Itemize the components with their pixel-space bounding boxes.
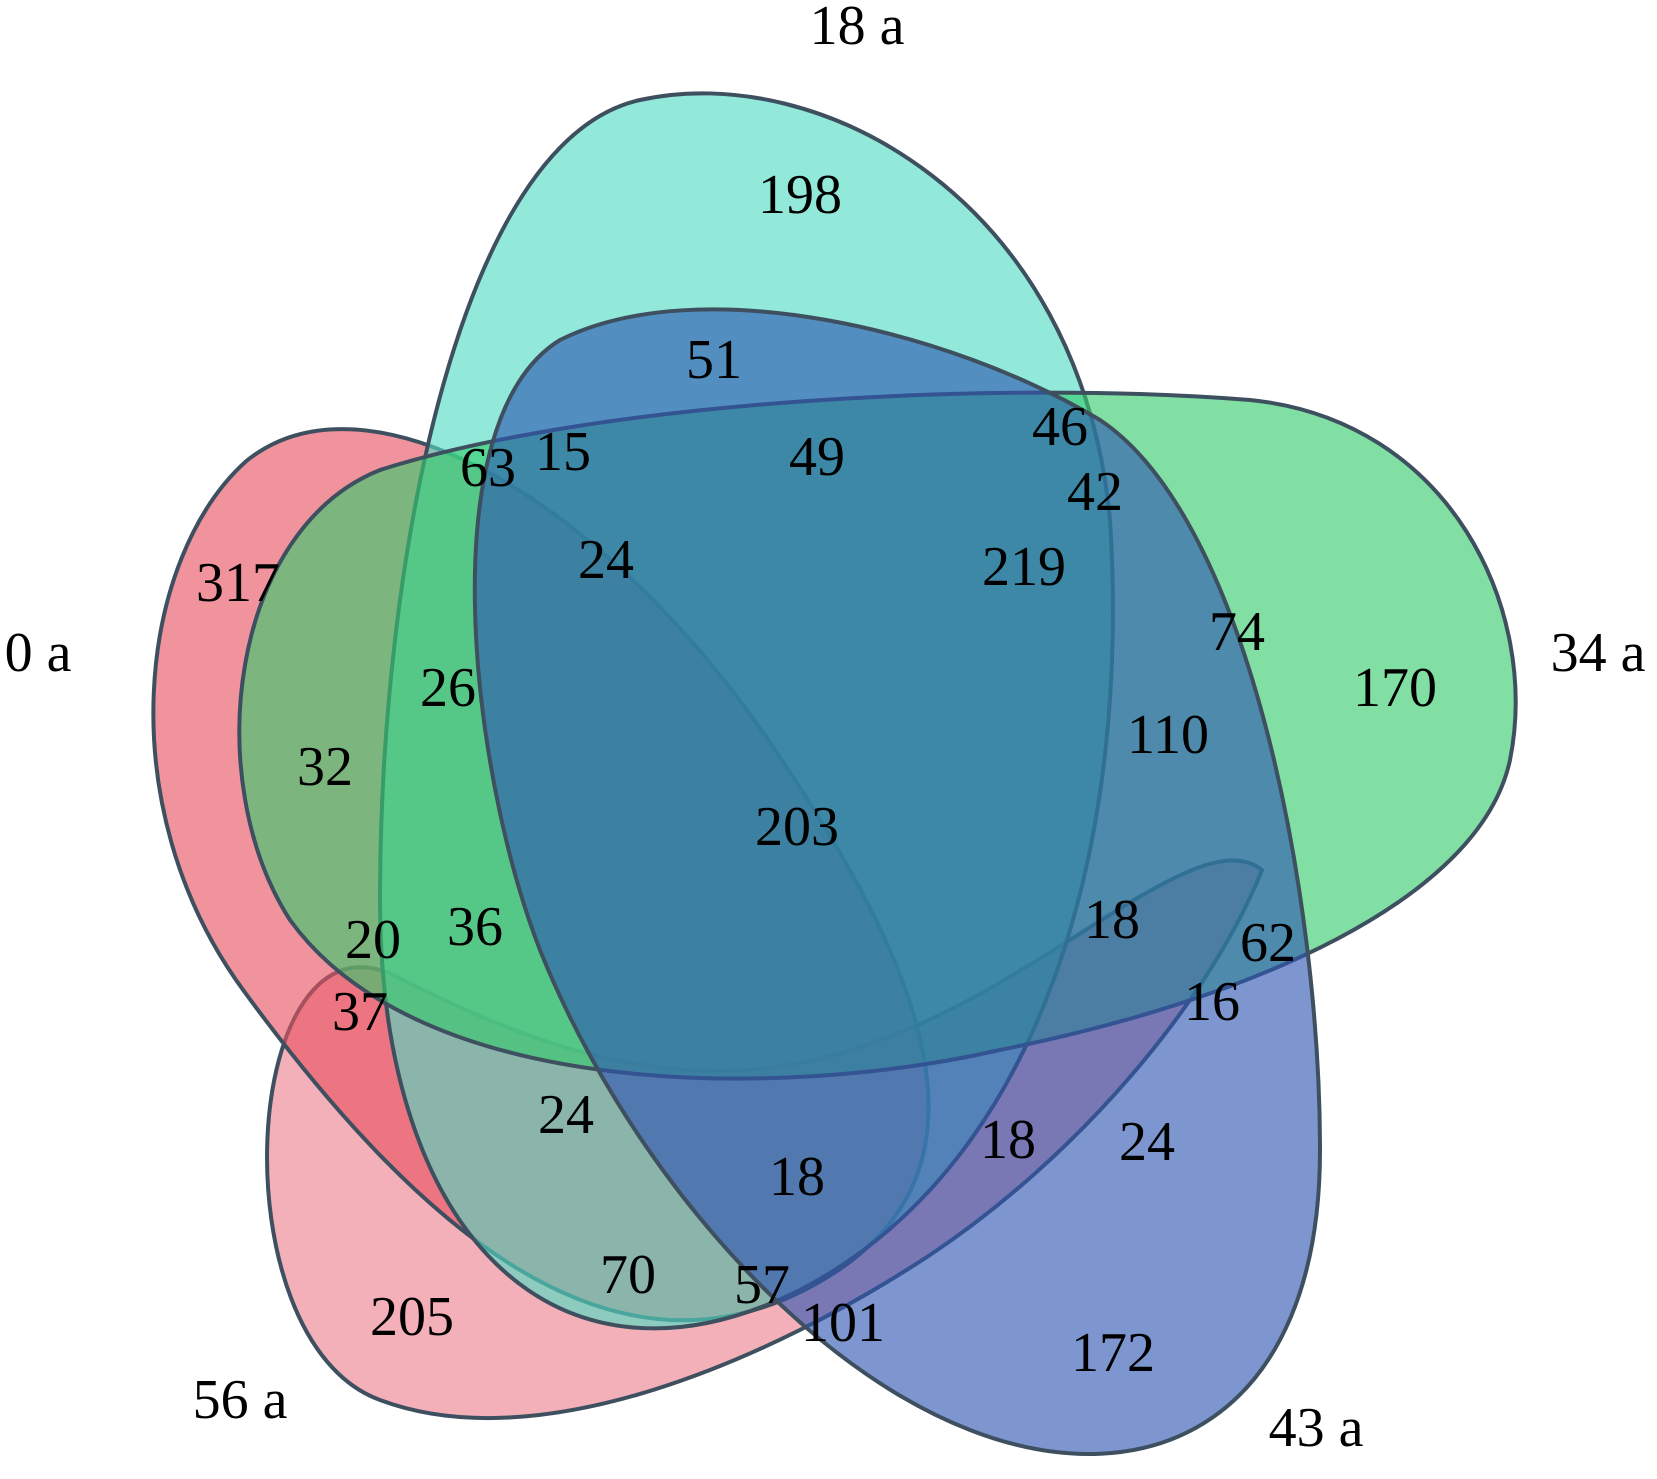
region-count: 101 bbox=[801, 1292, 885, 1354]
region-count: 74 bbox=[1209, 601, 1265, 663]
region-count: 24 bbox=[1119, 1111, 1175, 1173]
region-count: 62 bbox=[1240, 912, 1296, 974]
region-count: 37 bbox=[332, 981, 388, 1043]
region-count: 18 bbox=[980, 1109, 1036, 1171]
set-label-43a: 43 a bbox=[1269, 1397, 1364, 1459]
region-count: 63 bbox=[460, 437, 516, 499]
set-label-56a: 56 a bbox=[193, 1369, 288, 1431]
region-count: 49 bbox=[789, 426, 845, 488]
region-count: 26 bbox=[420, 657, 476, 719]
region-count: 70 bbox=[600, 1244, 656, 1306]
region-count: 317 bbox=[196, 552, 280, 614]
region-counts: 198 51 63 15 49 46 42 317 24 219 74 26 1… bbox=[196, 164, 1437, 1384]
region-count: 110 bbox=[1127, 704, 1209, 766]
region-count: 203 bbox=[755, 796, 839, 858]
region-count: 42 bbox=[1067, 461, 1123, 523]
region-count: 198 bbox=[758, 164, 842, 226]
region-count: 24 bbox=[578, 529, 634, 591]
region-count: 36 bbox=[447, 896, 503, 958]
region-count: 18 bbox=[1084, 889, 1140, 951]
set-labels: 18 a 0 a 34 a 56 a 43 a bbox=[5, 0, 1646, 1459]
region-count: 18 bbox=[769, 1146, 825, 1208]
set-shapes bbox=[151, 91, 1518, 1457]
region-count: 219 bbox=[982, 536, 1066, 598]
region-count: 57 bbox=[734, 1254, 790, 1316]
region-count: 15 bbox=[535, 421, 591, 483]
region-count: 172 bbox=[1071, 1322, 1155, 1384]
region-count: 16 bbox=[1184, 971, 1240, 1033]
region-count: 46 bbox=[1032, 396, 1088, 458]
region-count: 24 bbox=[538, 1084, 594, 1146]
region-count: 170 bbox=[1353, 657, 1437, 719]
region-count: 20 bbox=[345, 909, 401, 971]
region-count: 51 bbox=[686, 329, 742, 391]
region-count: 32 bbox=[297, 736, 353, 798]
region-count: 205 bbox=[370, 1286, 454, 1348]
set-label-18a: 18 a bbox=[810, 0, 905, 57]
set-label-0a: 0 a bbox=[5, 622, 72, 684]
set-43a-shape bbox=[472, 307, 1323, 1457]
set-label-34a: 34 a bbox=[1551, 622, 1646, 684]
